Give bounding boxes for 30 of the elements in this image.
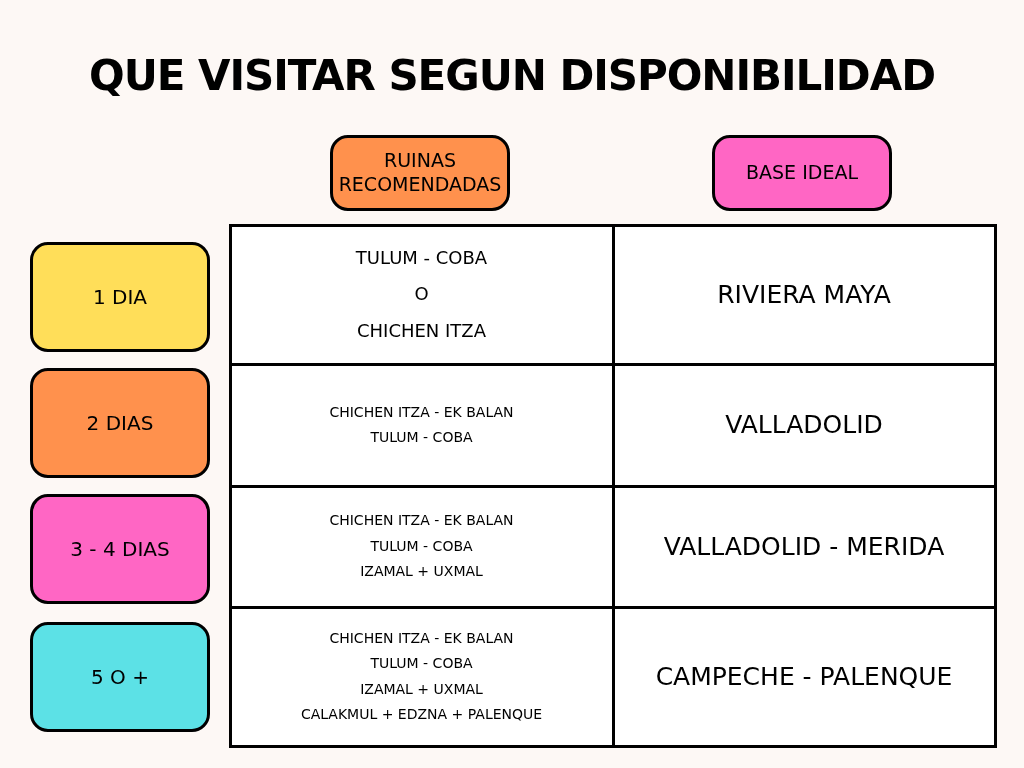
cell-text: TULUM - COBA bbox=[370, 655, 473, 673]
cell-text: CHICHEN ITZA - EK BALAN bbox=[329, 403, 514, 421]
cell-text: 1 DIA bbox=[92, 284, 148, 310]
cell-text: VALLADOLID bbox=[725, 409, 883, 441]
cell-text: IZAMAL + UXMAL bbox=[360, 680, 483, 698]
cell-text: BASE IDEAL bbox=[746, 161, 858, 185]
cell-text: IZAMAL + UXMAL bbox=[360, 563, 483, 581]
label-box bbox=[30, 368, 210, 478]
cell-text: RUINAS RECOMENDADAS bbox=[338, 149, 502, 197]
cell-text: CAMPECHE - PALENQUE bbox=[655, 660, 953, 693]
label-box bbox=[30, 494, 210, 604]
cell-text: 3 - 4 DIAS bbox=[70, 536, 170, 562]
cell-text: TULUM - COBA bbox=[370, 429, 473, 447]
cell-text: CHICHEN ITZA - EK BALAN bbox=[329, 512, 514, 530]
cell-text: TULUM - COBA bbox=[355, 246, 488, 270]
table-cell bbox=[228, 223, 615, 366]
cell-text: CALAKMUL + EDZNA + PALENQUE bbox=[300, 706, 543, 724]
cell-text: CHICHEN ITZA - EK BALAN bbox=[329, 629, 514, 647]
cell-text: VALLADOLID - MERIDA bbox=[663, 530, 945, 563]
label-box bbox=[330, 135, 510, 211]
cell-text: TULUM - COBA bbox=[370, 537, 473, 556]
cell-text: RIVIERA MAYA bbox=[717, 278, 891, 311]
label-box bbox=[712, 135, 892, 211]
title: QUE VISITAR SEGUN DISPONIBILIDAD bbox=[88, 50, 936, 102]
cell-text: CHICHEN ITZA bbox=[357, 319, 486, 343]
cell-text: 2 DIAS bbox=[86, 410, 154, 436]
label-box bbox=[30, 242, 210, 352]
cell-text: 5 O + bbox=[91, 664, 149, 690]
label-box bbox=[30, 622, 210, 732]
cell-text: O bbox=[414, 283, 429, 306]
